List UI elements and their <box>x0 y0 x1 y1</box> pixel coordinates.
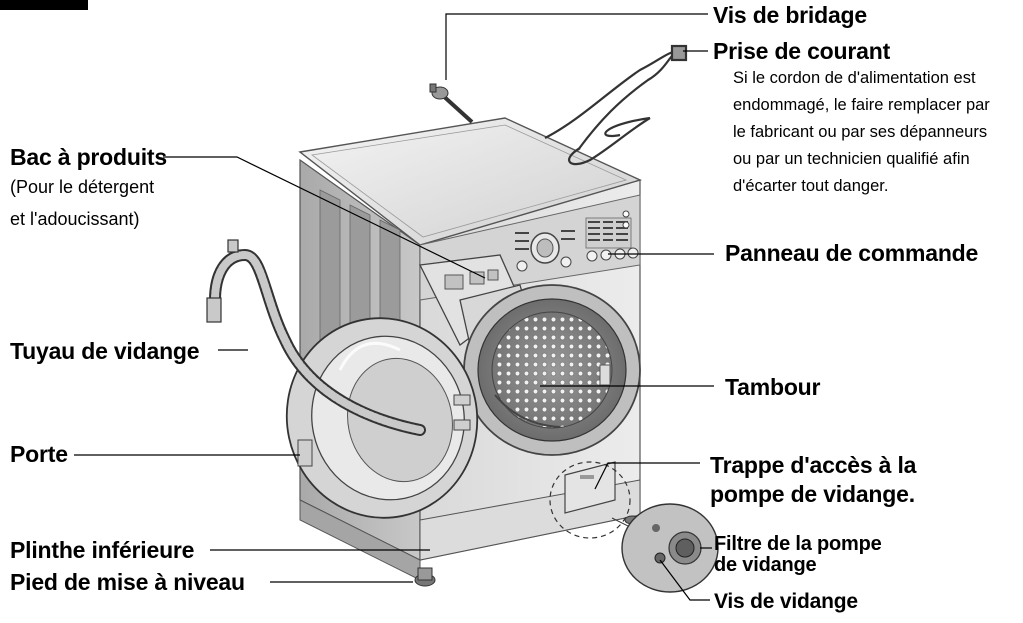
note-bac-line-1: (Pour le détergent <box>10 177 155 197</box>
label-vis-de-bridage: Vis de bridage <box>713 2 867 28</box>
note-bac-line-2: et l'adoucissant) <box>10 209 140 229</box>
label-tuyau-de-vidange: Tuyau de vidange <box>10 338 200 364</box>
note-line: d'écarter tout danger. <box>733 177 889 195</box>
label-filtre-line-2: de vidange <box>714 554 817 576</box>
label-filtre-line-1: Filtre de la pompe <box>714 533 882 555</box>
label-bac-a-produits: Bac à produits <box>10 144 167 170</box>
note-line: le fabricant ou par ses dépanneurs <box>733 123 988 141</box>
label-pied-de-mise-a-niveau: Pied de mise à niveau <box>10 569 245 595</box>
cabinet-top <box>298 117 642 246</box>
label-trappe-line-2: pompe de vidange. <box>710 481 915 507</box>
label-plinthe-inferieure: Plinthe inférieure <box>10 537 195 563</box>
note-line: Si le cordon de d'alimentation est <box>733 69 976 87</box>
power-cord <box>544 44 688 166</box>
fixing-screw <box>429 83 474 124</box>
label-trappe-line-1: Trappe d'accès à la <box>710 452 917 478</box>
drum <box>463 284 641 456</box>
drain-hose <box>206 239 426 436</box>
label-porte: Porte <box>10 441 68 467</box>
leader-lines <box>74 13 714 601</box>
corner-tab <box>0 0 88 10</box>
label-panneau-de-commande: Panneau de commande <box>725 240 979 266</box>
filter-zoom <box>621 503 719 593</box>
label-prise-de-courant: Prise de courant <box>713 38 891 64</box>
label-tambour: Tambour <box>725 374 821 400</box>
note-line: ou par un technicien qualifié afin <box>733 150 970 168</box>
note-line: endommagé, le faire remplacer par <box>733 96 990 114</box>
label-vis-de-vidange: Vis de vidange <box>714 590 858 613</box>
